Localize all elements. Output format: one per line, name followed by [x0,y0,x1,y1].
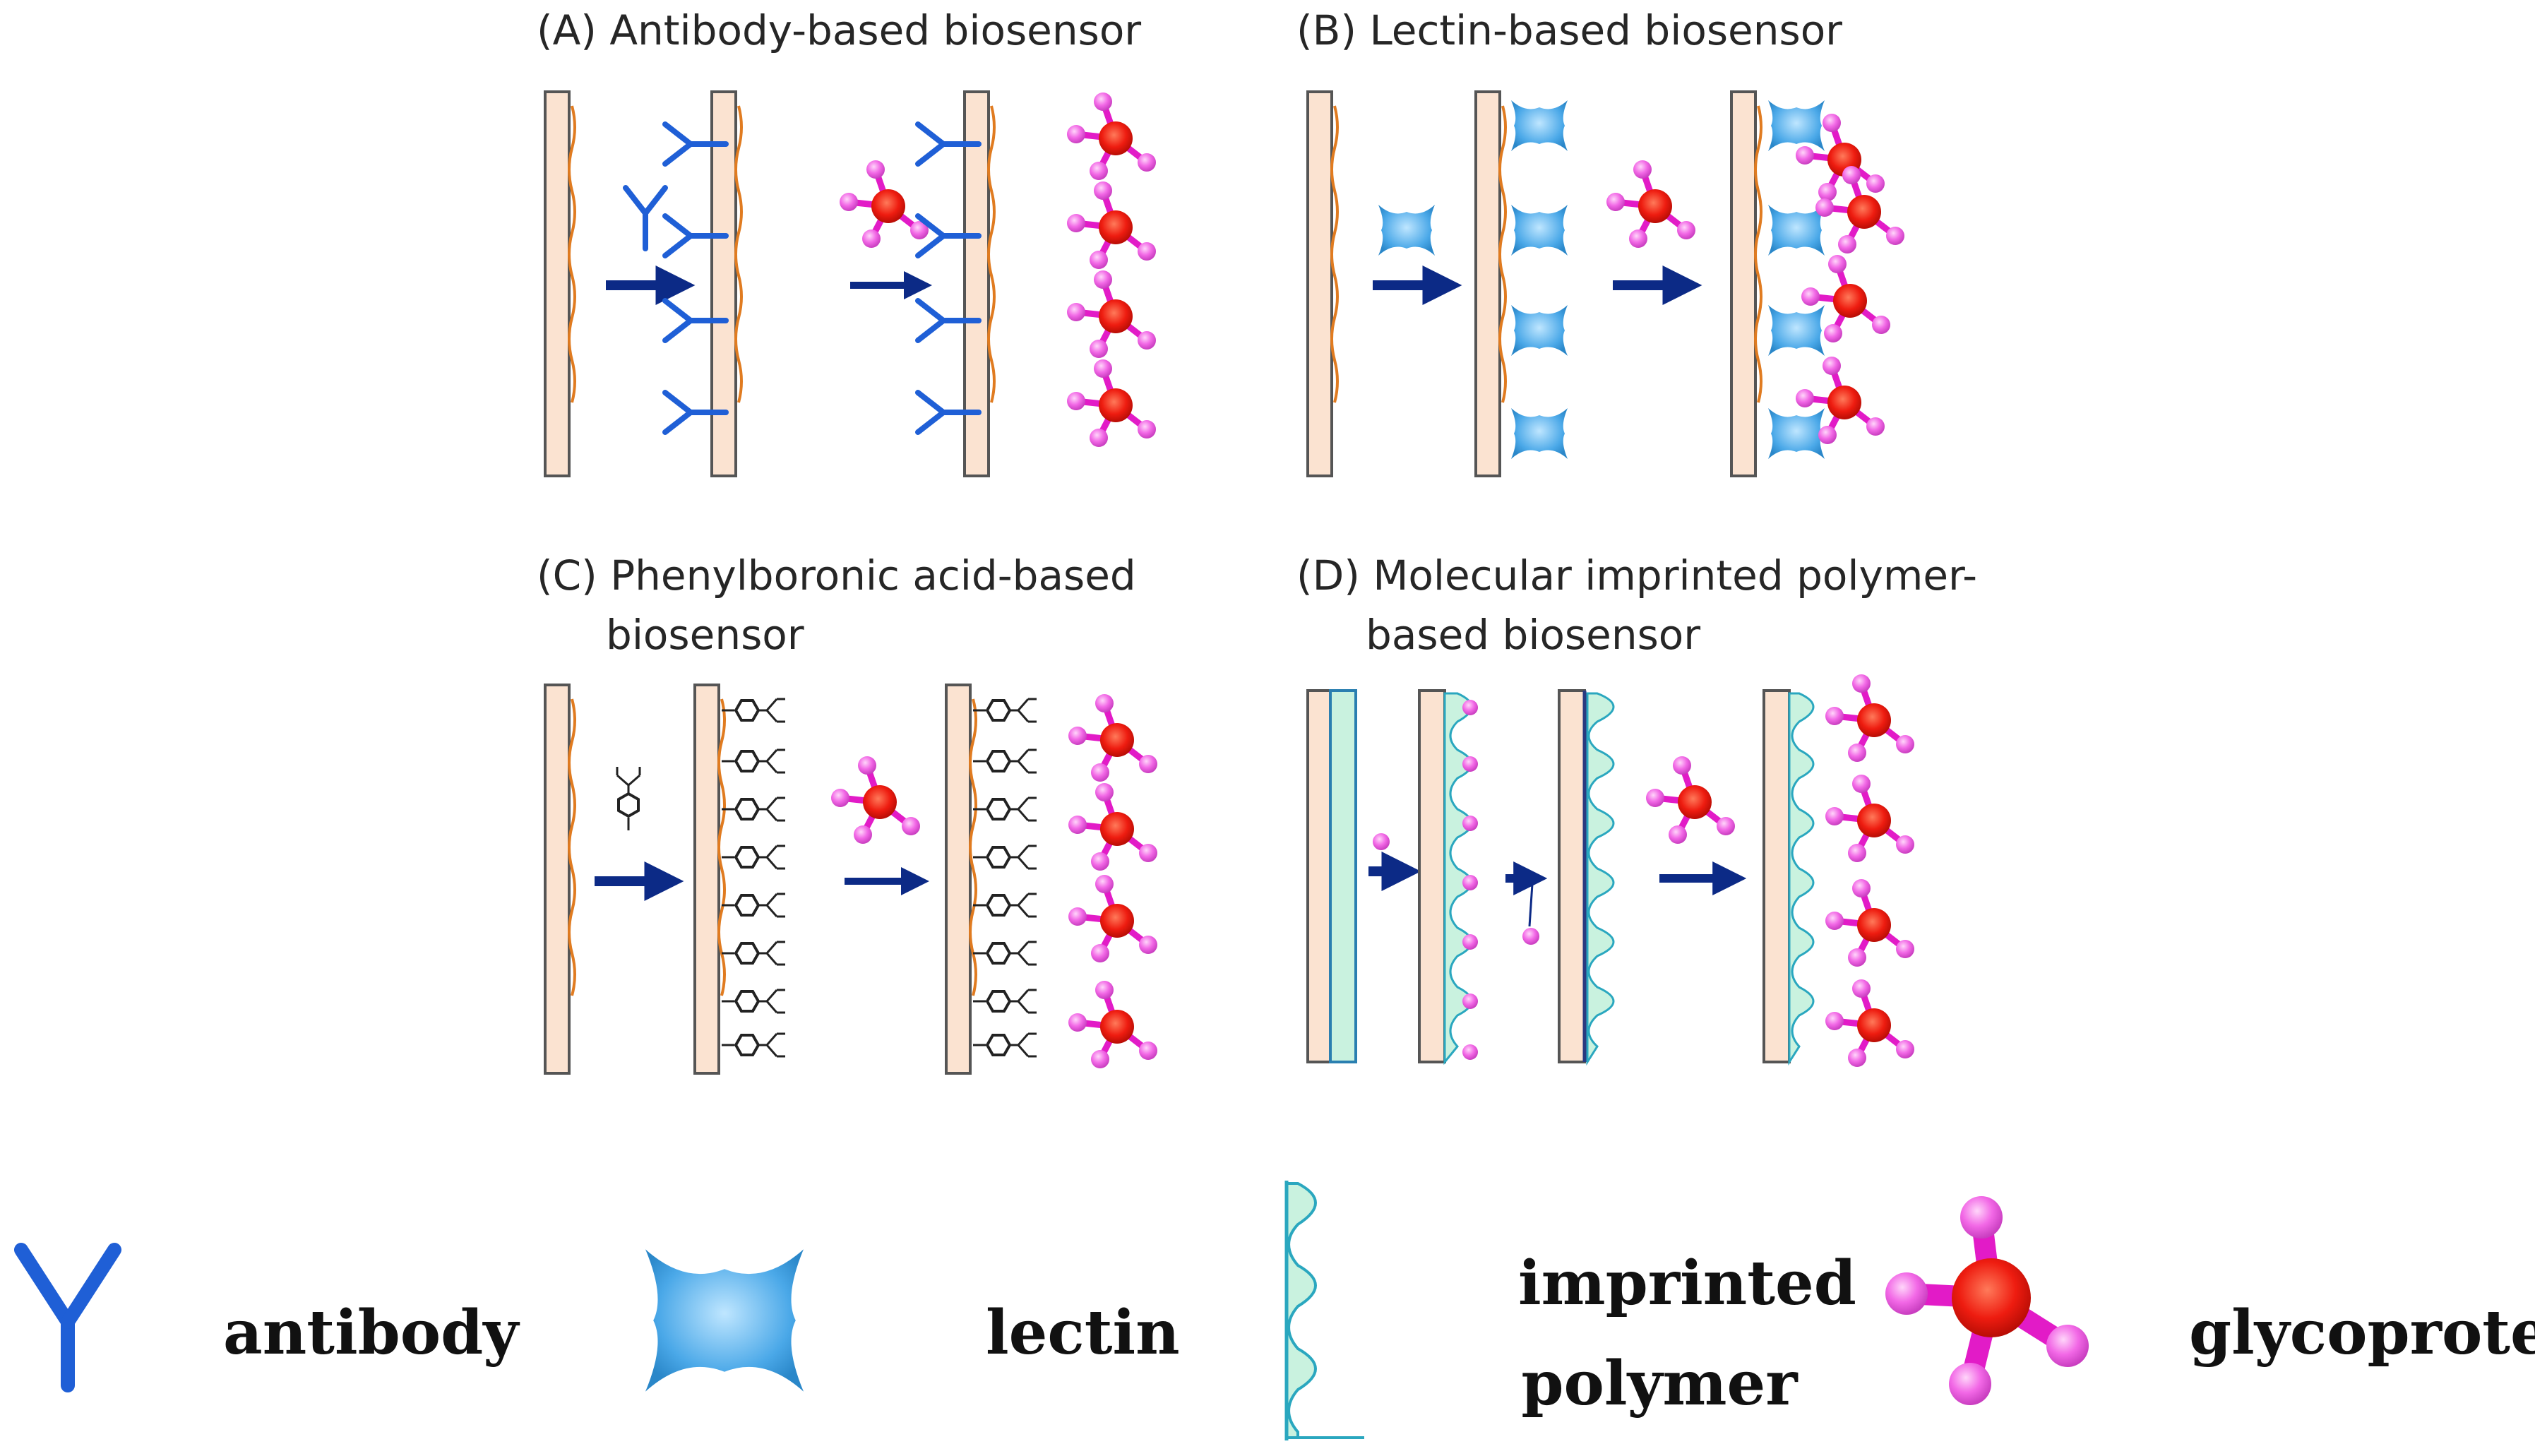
panel-b-title: (B) Lectin-based biosensor [1296,6,1843,54]
bound-complex-a [918,93,1156,447]
bound-complex-b [1768,100,1904,459]
legend-glycoprotein-icon [1885,1196,2089,1405]
panel-a [544,90,1156,477]
glycoprotein-icon-b [1606,160,1695,248]
legend-lectin-icon [645,1249,804,1392]
electrode-c2 [693,684,726,1075]
panel-d [1306,674,1914,1067]
electrode-d4 [1762,674,1914,1067]
electrode-c1 [544,684,576,1075]
antibody-icon-a [626,188,665,249]
pba-icon-c [616,765,641,832]
panel-c-title-line1: (C) Phenylboronic acid-based [537,551,1136,599]
panel-d-title-line1: (D) Molecular imprinted polymer- [1296,551,1978,599]
electrode-b3 [1730,90,1762,477]
electrode-d2 [1418,689,1478,1066]
legend-polymer-label-line1: imprinted [1518,1248,1856,1319]
lectin-icon-b [1378,205,1435,256]
template-ball-d [1373,833,1390,850]
glycoprotein-icon-a [840,160,929,248]
glycoprotein-icon-d [1646,756,1735,844]
panel-b [1306,90,1904,477]
electrode-a1 [544,90,576,477]
electrode-b1 [1306,90,1339,477]
panel-c-title-line2: biosensor [606,611,804,659]
legend-antibody-icon [14,1243,121,1392]
pba-monolayer-c2 [720,698,787,1058]
electrode-a2 [710,90,743,477]
legend-polymer-icon [1284,1181,1364,1440]
removed-template-ball-d [1522,928,1539,945]
electrode-c3 [945,684,977,1075]
glycoprotein-icon-c [831,756,920,844]
legend-lectin-label: lectin [986,1297,1180,1368]
panel-a-title: (A) Antibody-based biosensor [537,6,1142,54]
legend-glycoprotein-label: glycoprotein [2189,1297,2535,1368]
electrode-a3 [963,90,996,477]
electrode-b2 [1474,90,1507,477]
panel-d-title-line2: based biosensor [1366,611,1701,659]
panel-c [544,684,1157,1075]
legend-polymer-label-line2: polymer [1521,1348,1798,1419]
electrode-d1 [1306,689,1357,1063]
electrode-d3 [1558,689,1615,1066]
immobilized-lectins-b [1511,100,1568,459]
legend-antibody-label: antibody [223,1297,519,1368]
bound-complex-c [972,694,1157,1068]
